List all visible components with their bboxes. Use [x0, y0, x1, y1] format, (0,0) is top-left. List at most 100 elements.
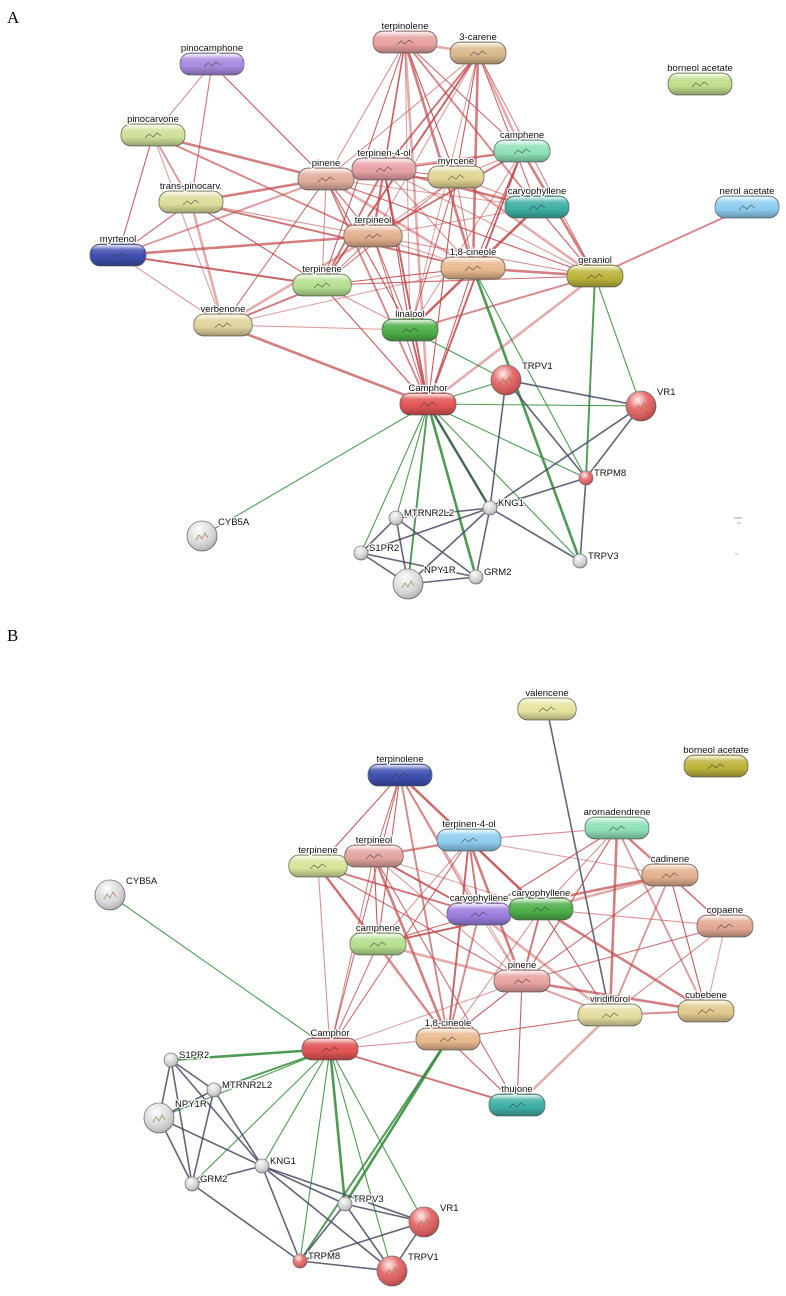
node-pinene[interactable]: pinene — [493, 959, 551, 993]
node-gloss — [207, 1083, 221, 1097]
node-caryophyllene1[interactable]: caryophyllene — [446, 892, 512, 926]
node-linalool[interactable]: linalool — [381, 308, 439, 342]
node-grm2[interactable]: GRM2 — [468, 566, 513, 585]
edge-verbenone-camphor — [221, 323, 430, 406]
node-myrcene[interactable]: myrcene — [427, 155, 485, 189]
node-label: TRPV3 — [353, 1194, 384, 1205]
node-terpinen-4-ol[interactable]: terpinen-4-ol — [351, 147, 417, 181]
node-cubebene[interactable]: cubebene — [677, 989, 735, 1023]
node-terpinene[interactable]: terpinene — [292, 263, 352, 297]
structure-icon — [182, 199, 200, 206]
node-s1pr2[interactable]: S1PR2 — [353, 542, 400, 561]
edge-vr1-trpm8 — [299, 1221, 425, 1262]
node-gloss — [496, 141, 548, 152]
node-trpv3[interactable]: TRPV3 — [337, 1193, 385, 1212]
node-trpm8[interactable]: TRPM8 — [578, 467, 627, 486]
node-gloss — [430, 167, 482, 178]
node-terpineol[interactable]: terpineol — [343, 214, 403, 248]
node-npy1r[interactable]: NPY1R — [392, 564, 457, 600]
node-vr1[interactable]: VR1 — [408, 1202, 460, 1238]
node-camphene[interactable]: camphene — [493, 129, 551, 163]
node-terpineol[interactable]: terpineol — [344, 834, 404, 868]
node-gloss — [187, 521, 217, 551]
panel-b-nodes: valencene borneol acetate terpinolene terpi… — [94, 687, 754, 1287]
panel-a-nodes: terpinolene 3-carene pinocamphone borneol a… — [89, 20, 780, 600]
node-viridiflorol[interactable]: viridiflorol — [577, 993, 643, 1027]
node-verbenone[interactable]: verbenone — [193, 303, 253, 337]
edge-pinene-camphor — [325, 178, 429, 405]
structure-icon — [365, 853, 383, 860]
edge-terpinolene-terpineol — [372, 41, 406, 237]
edge-3-carene-caryophyllene — [477, 52, 538, 208]
node-cadinene[interactable]: cadinene — [641, 853, 699, 887]
node-label: Camphor — [408, 383, 447, 394]
structure-icon — [401, 580, 415, 589]
node-cyb5a[interactable]: CYB5A — [186, 516, 251, 552]
node-myrtenol[interactable]: myrtenol — [89, 233, 147, 267]
node-npy1r[interactable]: NPY1R — [143, 1098, 208, 1134]
node-trpm8[interactable]: TRPM8 — [292, 1250, 341, 1269]
node-borneol-acetate[interactable]: borneol acetate — [682, 744, 750, 778]
node-trpv1[interactable]: TRPV1 — [376, 1251, 440, 1287]
node-grm2[interactable]: GRM2 — [184, 1173, 229, 1192]
node-label: KNG1 — [498, 498, 524, 509]
node-nerol-acetate[interactable]: nerol acetate — [714, 185, 780, 219]
node-geraniol[interactable]: geraniol — [566, 254, 624, 288]
network-panel-a: terpinolene 3-carene pinocamphone borneol a… — [89, 20, 780, 600]
node-camphor[interactable]: Camphor — [399, 382, 457, 416]
node-1-8-cineole[interactable]: 1,8-cineole — [440, 246, 506, 280]
node-caryophyllene[interactable]: caryophyllene — [504, 185, 570, 219]
node-terpinolene[interactable]: terpinolene — [372, 20, 438, 54]
node-copaene[interactable]: copaene — [696, 904, 754, 938]
node-kng1[interactable]: KNG1 — [254, 1155, 297, 1174]
node-label: terpinen-4-ol — [442, 819, 495, 830]
node-gloss — [439, 830, 499, 841]
edge-3-carene-linalool — [409, 52, 479, 331]
edge-camphor-npy1r — [407, 403, 429, 585]
node-mtrnr2l2[interactable]: MTRNR2L2 — [206, 1079, 273, 1098]
edge-cadinene-cubebene — [669, 874, 707, 1012]
node-label: viridiflorol — [590, 994, 630, 1005]
node-valencene[interactable]: valencene — [517, 687, 577, 721]
node-1-8-cineole[interactable]: 1,8-cineole — [415, 1017, 481, 1051]
node-pinene[interactable]: pinene — [297, 157, 355, 191]
node-terpinen-4-ol[interactable]: terpinen-4-ol — [436, 818, 502, 852]
panel-b-edges — [109, 708, 726, 1272]
node-borneol-acetate[interactable]: borneol acetate — [666, 62, 734, 96]
structure-icon — [513, 148, 531, 155]
node-gloss — [686, 756, 746, 767]
node-trans-pinocarv[interactable]: trans-pinocarv. — [158, 180, 224, 214]
node-mtrnr2l2[interactable]: MTRNR2L2 — [388, 507, 455, 526]
node-gloss — [384, 320, 436, 331]
node-label: TRPV1 — [522, 361, 553, 372]
node-3-carene[interactable]: 3-carene — [449, 31, 507, 65]
node-aromadendrene[interactable]: aromadendrene — [582, 806, 652, 840]
edge-terpineol-camphor — [329, 855, 375, 1050]
node-s1pr2[interactable]: S1PR2 — [163, 1049, 210, 1068]
structure-icon — [738, 204, 756, 211]
edge-vr1-kng1 — [489, 405, 642, 509]
node-cyb5a[interactable]: CYB5A — [94, 875, 159, 911]
node-pinocamphone[interactable]: pinocamphone — [179, 42, 245, 76]
node-label: camphene — [500, 130, 544, 141]
edge-s1pr2-kng1 — [170, 1059, 263, 1167]
node-terpinene[interactable]: terpinene — [288, 844, 348, 878]
edge-pinocamphone-pinocarvone — [152, 63, 213, 136]
edge-pinocarvone-myrtenol — [117, 134, 154, 256]
node-camphene[interactable]: camphene — [349, 922, 407, 956]
node-thujone[interactable]: thujone — [488, 1083, 546, 1117]
node-caryophyllene2[interactable]: caryophyllene — [508, 887, 574, 921]
node-vr1[interactable]: VR1 — [625, 386, 677, 422]
node-terpinolene[interactable]: terpinolene — [367, 753, 433, 787]
structure-icon — [309, 863, 327, 870]
edge-kng1-trpv3 — [261, 1165, 346, 1205]
node-gloss — [393, 569, 423, 599]
node-camphor[interactable]: Camphor — [301, 1027, 359, 1061]
structure-icon — [214, 322, 232, 329]
node-pinocarvone[interactable]: pinocarvone — [120, 113, 186, 147]
edge-npy1r-kng1 — [158, 1117, 263, 1167]
node-trpv3[interactable]: TRPV3 — [572, 550, 620, 569]
edge-pinene-verbenone — [222, 178, 327, 326]
node-kng1[interactable]: KNG1 — [482, 497, 525, 516]
node-trpv1[interactable]: TRPV1 — [490, 360, 554, 396]
